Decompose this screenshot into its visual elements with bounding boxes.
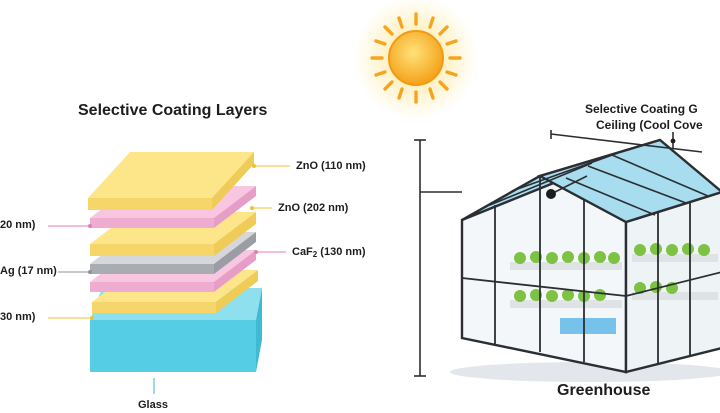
label-caf2-prefix: CaF [292,246,313,258]
greenhouse-label-line2: Ceiling (Cool Cove [596,118,703,132]
greenhouse-label-line1: Selective Coating G [585,102,698,116]
coating-title: Selective Coating Layers [78,102,268,119]
zno-layer-top [88,152,254,210]
label-zno-mid: ZnO (202 nm) [278,202,349,214]
sun-icon [354,0,478,120]
greenhouse-caption: Greenhouse [557,382,651,399]
leader-lines [48,164,290,394]
label-caf2-suffix: (130 nm) [317,246,366,258]
greenhouse-illustration [450,138,720,382]
label-caf2-subscript: 2 [312,250,318,259]
label-zno-top: ZnO (110 nm) [296,160,366,172]
dimension-bracket [414,130,703,377]
plant-shelves [510,243,718,334]
label-caf2: CaF2 (130 nm) [292,246,366,259]
label-ag: Ag (17 nm) [0,265,57,277]
label-left-top-partial: 20 nm) [0,219,36,231]
label-left-bottom-partial: 30 nm) [0,311,36,323]
label-glass: Glass [138,399,168,411]
coating-layer-stack [88,152,262,372]
